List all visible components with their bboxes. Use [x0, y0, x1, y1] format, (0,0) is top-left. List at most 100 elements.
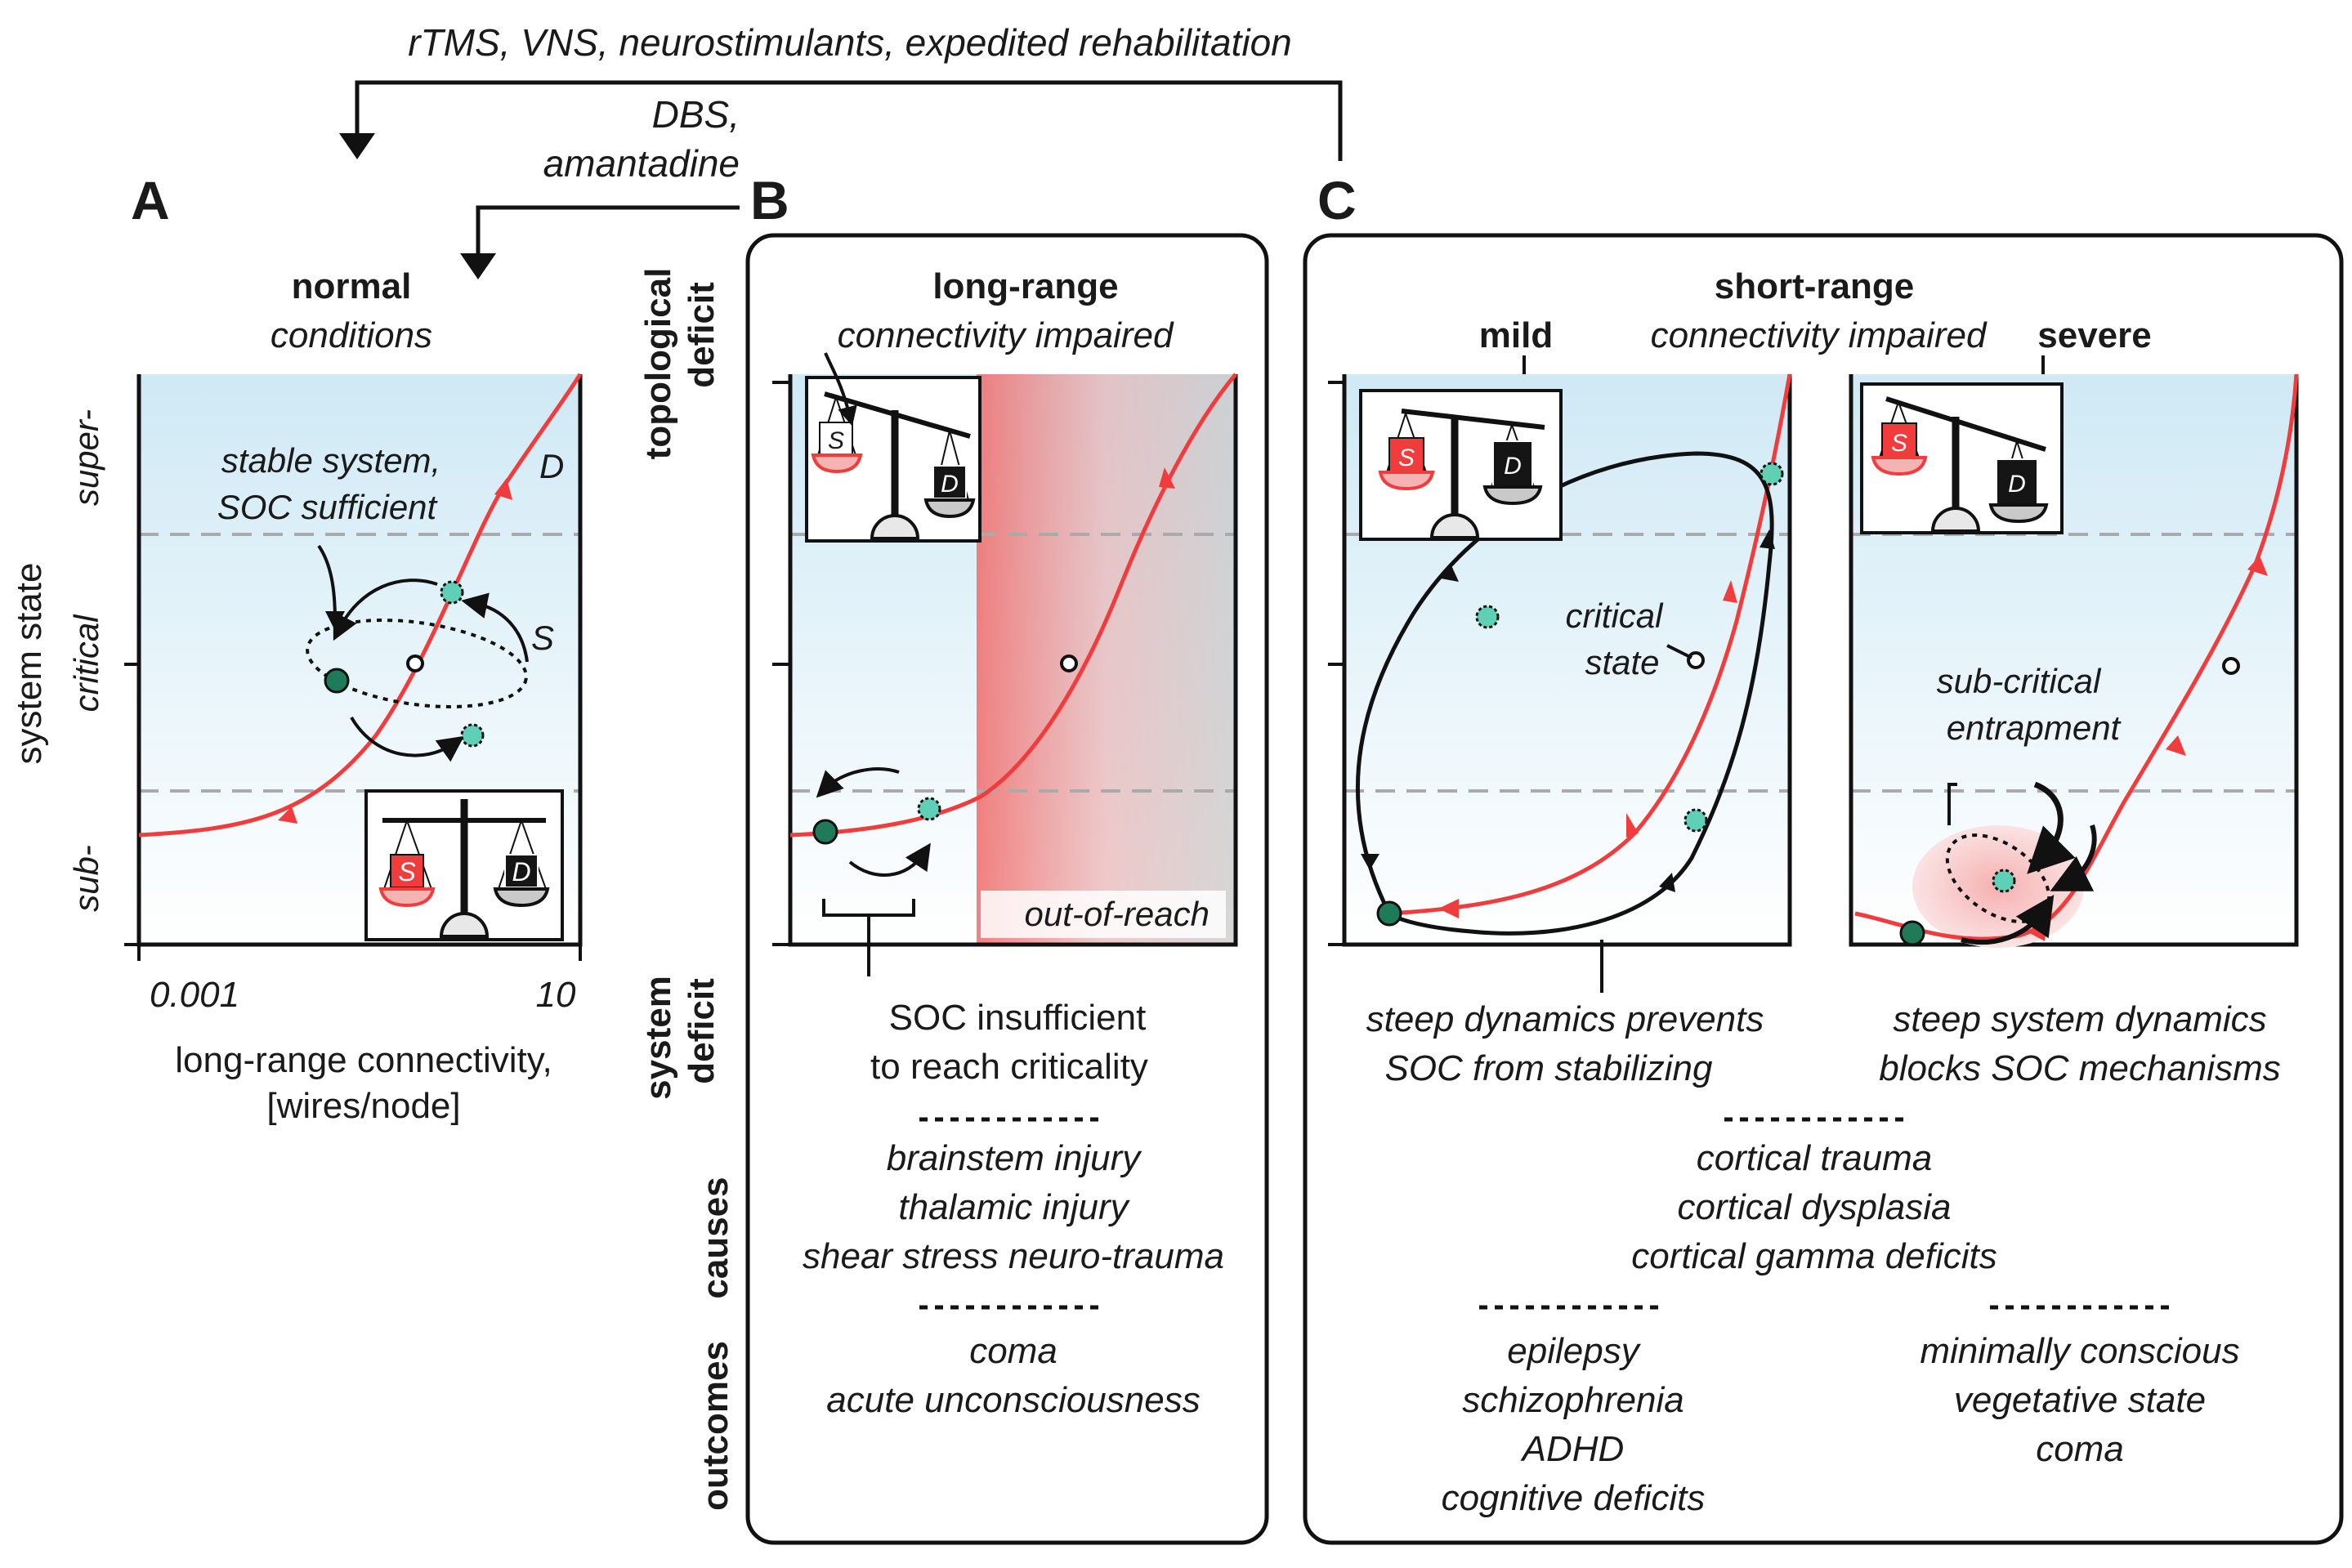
panel-c-mild-arrow-1 — [1438, 899, 1459, 918]
panel-c-mild-outcome-2: schizophrenia — [1462, 1380, 1684, 1420]
panel-c-mild-deficit-line1: steep dynamics prevents — [1366, 999, 1764, 1039]
panel-a-unstable-point-upper — [440, 580, 464, 605]
panel-b-outcome-2: acute unconsciousness — [826, 1380, 1200, 1420]
row-label-outcomes: outcomes — [695, 1341, 736, 1511]
panel-c-severe-scale-S: S — [1891, 430, 1907, 457]
panel-c-mild-outcome-3: ADHD — [1520, 1429, 1625, 1469]
panel-a-x-axis-title-line2: [wires/node] — [266, 1086, 460, 1126]
panel-a-x-axis-title-line1: long-range connectivity, — [175, 1040, 552, 1080]
panel-c-severe-scale-D: D — [2008, 471, 2026, 498]
panel-c-severe-arrow-in-2 — [2050, 824, 2097, 891]
panel-c-mild-annotation-line2: state — [1585, 643, 1659, 681]
panel-b-scale-D: D — [941, 471, 959, 498]
panel-a-x-tick-min: 0.001 — [150, 975, 239, 1015]
panel-b-curve-arrow-up — [1159, 467, 1175, 489]
panel-b-subtitle-pointer — [824, 352, 857, 427]
panel-c-mild-label: mild — [1479, 315, 1553, 355]
panel-b-cause-2: thalamic injury — [898, 1187, 1130, 1227]
top-intervention-arrow — [339, 80, 1343, 161]
panel-b-scale-S: S — [828, 427, 844, 454]
panel-b-system-deficit-line1: SOC insufficient — [889, 998, 1147, 1038]
panel-a-unstable-point-lower — [460, 723, 485, 748]
panel-b-title: long-range — [932, 266, 1118, 306]
panel-c-severe-outcome-2: vegetative state — [1954, 1380, 2206, 1420]
panel-a-curve-arrow-down — [278, 806, 297, 824]
panel-c-mild-outcome-4: cognitive deficits — [1442, 1478, 1706, 1518]
panel-c-severe-curve-D — [1854, 373, 2299, 941]
panel-c-mild-arrow-3 — [1723, 580, 1737, 603]
panel-b-cause-3: shear stress neuro-trauma — [803, 1236, 1224, 1276]
panel-b-arrow-2 — [848, 842, 931, 877]
panel-a-stable-point — [324, 668, 350, 694]
panel-c-severe-critical-point — [2222, 657, 2240, 675]
panel-a-annotation-line2: SOC sufficient — [217, 488, 439, 526]
panel-c-mild-loop-arrow-4 — [1760, 529, 1775, 549]
panel-a-orbit — [306, 619, 528, 708]
panel-c-severe-annotation-pointer — [1947, 783, 1957, 825]
panel-b-balance-scale: S D — [805, 376, 981, 543]
panel-c-mild-critical-point — [1687, 651, 1705, 669]
panel-c-severe-outcome-1: minimally conscious — [1920, 1331, 2239, 1371]
panel-c-mild-unstable-point-1 — [1475, 605, 1500, 629]
panel-c-mild-loop-arrow-3 — [1659, 873, 1675, 892]
panel-c-mild-unstable-point-2 — [1760, 462, 1784, 486]
panel-c-severe-axes — [1849, 374, 2299, 947]
panel-a-y-region-super: super- — [67, 409, 105, 506]
panel-b-out-of-reach-zone — [977, 374, 1236, 945]
panel-a-scale-S: S — [398, 857, 415, 887]
panel-c-cause-3: cortical gamma deficits — [1631, 1236, 1997, 1276]
panel-a-arrow-2 — [350, 716, 465, 762]
panel-c-mild-unstable-point-3 — [1684, 808, 1708, 833]
panel-a-x-tick-max: 10 — [536, 975, 576, 1015]
panel-c-mild-loop — [1355, 451, 1774, 936]
panel-b-curve-D — [789, 373, 1237, 838]
panel-c-mild-annotation-line1: critical — [1565, 596, 1664, 635]
panel-c-severe-balance-scale: S D — [1860, 382, 2064, 534]
row-label-system-1: system — [638, 976, 678, 1100]
panel-c-mild-arrow-2 — [1626, 813, 1639, 838]
row-label-topological-2: deficit — [682, 282, 722, 388]
panel-a-arrow-1 — [333, 579, 438, 641]
panel-c-severe-stable-point — [1899, 920, 1925, 946]
panel-a-y-region-sub: sub- — [67, 845, 105, 912]
panel-b-stable-point — [812, 819, 838, 845]
panel-letter-b: B — [750, 170, 789, 230]
panel-c-title: short-range — [1715, 266, 1914, 306]
second-arrow-label-line2: amantadine — [543, 142, 740, 185]
panel-b-outcome-1: coma — [969, 1331, 1058, 1371]
panel-c-mild-scale-S: S — [1398, 444, 1415, 471]
panel-a-arrow-3 — [461, 592, 529, 663]
panel-a-y-region-critical: critical — [67, 614, 105, 713]
panel-c-frame — [1303, 233, 2344, 1545]
panel-c-mild-annotation-pointer — [1666, 644, 1692, 659]
panel-c-subtitle: connectivity impaired — [1651, 315, 1988, 355]
panel-c-mild-loop-arrow-1 — [1441, 564, 1459, 582]
panel-b-system-deficit-line2: to reach criticality — [870, 1047, 1148, 1087]
panel-b-bracket — [822, 899, 915, 976]
panel-a-balance-scale: S D — [364, 789, 564, 941]
panel-c-severe-deficit-line2: blocks SOC mechanisms — [1879, 1048, 2280, 1088]
panel-c-mild-deficit-line2: SOC from stabilizing — [1384, 1048, 1713, 1088]
row-label-causes: causes — [695, 1177, 736, 1298]
panel-a-curve-D — [138, 373, 583, 838]
panel-a-region-dividers — [139, 533, 580, 793]
panel-c-severe-unstable-point — [1992, 869, 2016, 893]
panel-a-label-S: S — [531, 619, 554, 657]
second-intervention-arrow — [460, 205, 740, 279]
panel-c-severe-label: severe — [2037, 315, 2151, 355]
panel-b-unstable-point — [917, 797, 941, 821]
panel-c-cause-1: cortical trauma — [1697, 1138, 1933, 1178]
panel-b-out-of-reach-label-bg — [981, 891, 1226, 938]
panel-a-critical-point — [406, 654, 424, 672]
panel-a-annotation-line1: stable system, — [221, 441, 440, 480]
row-label-topological-1: topological — [638, 268, 678, 460]
panel-c-mild-curve-D — [1388, 373, 1792, 916]
panel-c-severe-annotation-line1: sub-critical — [1937, 662, 2102, 700]
panel-b-out-of-reach-label: out-of-reach — [1025, 895, 1210, 933]
panel-b-arrow-1 — [816, 767, 900, 798]
panel-a-curve-arrow-up — [494, 478, 512, 500]
row-label-system-2: deficit — [682, 978, 722, 1084]
panel-a-subtitle: conditions — [271, 315, 432, 355]
panel-c-mild-scale-D: D — [1504, 453, 1522, 480]
panel-a-axes — [124, 374, 583, 961]
